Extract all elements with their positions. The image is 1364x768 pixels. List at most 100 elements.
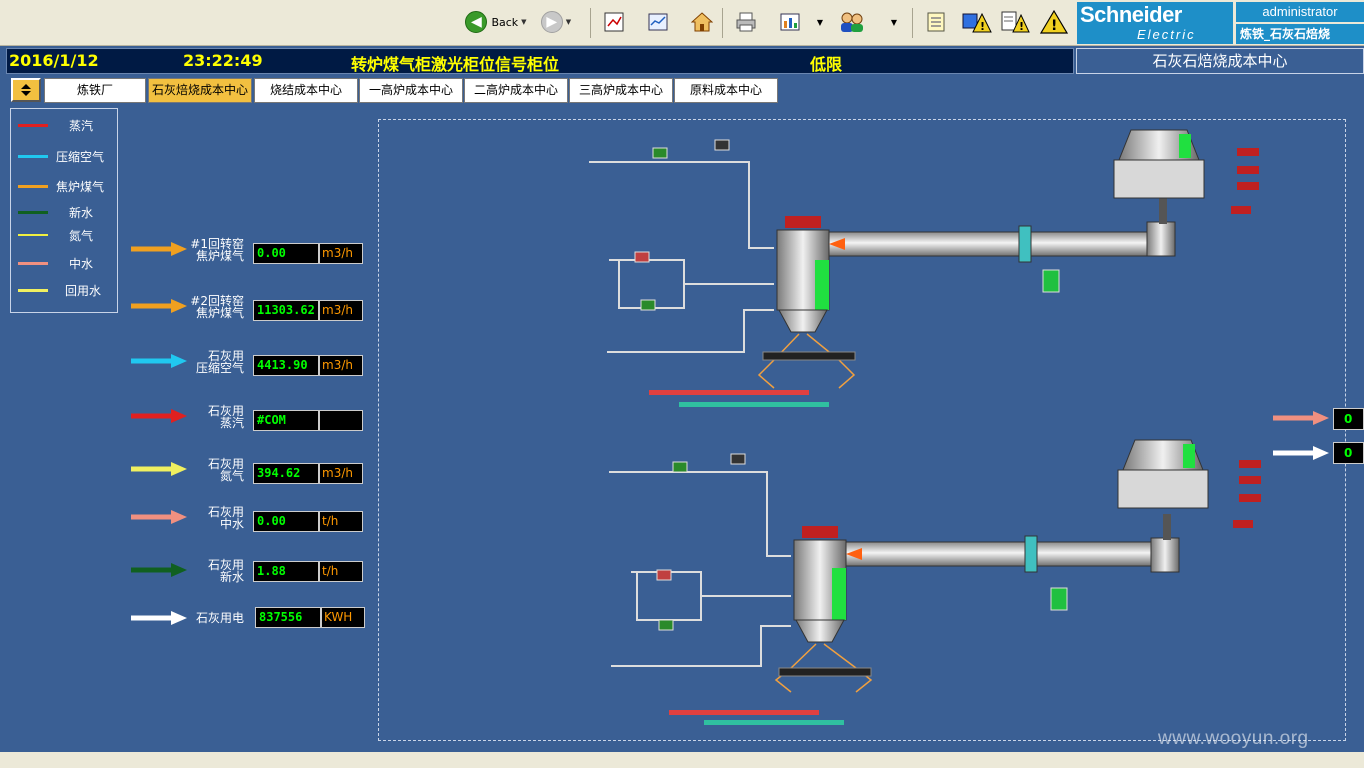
legend-item: 焦炉煤气 [11, 177, 119, 195]
legend-label: 压缩空气 [56, 150, 105, 164]
measurement-unit: m3/h [319, 243, 363, 264]
tab-blast-furnace-2[interactable]: 二高炉成本中心 [464, 78, 568, 103]
flow-arrow-icon [131, 611, 187, 625]
report-dropdown-icon[interactable]: ▼ [816, 17, 824, 27]
flow-arrow-icon [1273, 411, 1329, 425]
logo-line1: Schneider [1080, 2, 1182, 27]
measurement-unit [319, 410, 363, 431]
flow-arrow-icon [131, 563, 187, 577]
measurement-label: 石灰用 中水 [184, 506, 244, 530]
measurement-label-line2: 焦炉煤气 [195, 306, 244, 320]
flow-arrow-icon [131, 242, 187, 256]
right-value: 0 [1333, 442, 1364, 464]
alarm-message: 转炉煤气柜激光柜位信号柜位 [351, 55, 560, 74]
toolbar-separator [912, 8, 913, 38]
back-dropdown-icon[interactable]: ▼ [521, 18, 527, 26]
legend-swatch [18, 155, 48, 158]
tab-lime-roasting[interactable]: 石灰焙烧成本中心 [148, 78, 252, 103]
back-button[interactable]: ◀ Back ▼ [462, 8, 530, 36]
flow-arrow-icon [131, 462, 187, 476]
measurement-label-line1: 石灰用 [207, 558, 244, 572]
back-arrow-icon: ◀ [465, 11, 488, 33]
logo-line2: Electric [1137, 27, 1196, 42]
measurement-unit: m3/h [319, 355, 363, 376]
measurement-label-line2: 压缩空气 [195, 361, 244, 375]
legend-swatch [18, 262, 48, 265]
legend-swatch [18, 234, 48, 236]
process-diagram [378, 119, 1346, 741]
tab-ironworks[interactable]: 炼铁厂 [44, 78, 146, 103]
measurement-value: #COM [253, 410, 319, 431]
measurement-label-line1: 石灰用 [207, 349, 244, 363]
measurement-unit: t/h [319, 561, 363, 582]
flow-arrow-icon [131, 299, 187, 313]
schneider-logo: Schneider Electric [1077, 2, 1233, 44]
legend-label: 蒸汽 [69, 119, 94, 133]
edit-icon[interactable] [602, 10, 626, 34]
measurement-label: 石灰用 蒸汽 [184, 405, 244, 429]
legend-label: 新水 [69, 206, 94, 220]
toolbar-separator [722, 8, 723, 38]
browser-toolbar: ◀ Back ▼ ▶ ▼ ▼ ▼ ! ! ! Schneider Electri… [0, 0, 1364, 46]
chart-icon[interactable] [646, 10, 670, 34]
notepad-icon[interactable] [924, 10, 948, 34]
plant-name: 炼铁_石灰石焙烧 [1236, 24, 1364, 44]
kiln-line-1 [589, 129, 1259, 407]
measurement-label: #2回转窑 焦炉煤气 [184, 295, 244, 319]
tab-raw-materials[interactable]: 原料成本中心 [674, 78, 778, 103]
warning-icon[interactable]: ! [1040, 9, 1068, 34]
up-down-arrows-icon [21, 84, 31, 96]
legend-label: 回用水 [65, 284, 102, 298]
measurement-value: 1.88 [253, 561, 319, 582]
legend-swatch [18, 185, 48, 188]
measurement-unit: t/h [319, 511, 363, 532]
home-icon[interactable] [690, 10, 714, 34]
measurement-label-line1: #2回转窑 [190, 294, 244, 308]
media-legend: 蒸汽 压缩空气 焦炉煤气 新水 氮气 中水 回用水 [10, 108, 118, 313]
measurement-value: 4413.90 [253, 355, 319, 376]
legend-item: 回用水 [11, 281, 119, 299]
tab-sintering[interactable]: 烧结成本中心 [254, 78, 358, 103]
measurement-label: #1回转窑 焦炉煤气 [184, 238, 244, 262]
measurement-label: 石灰用电 [184, 612, 244, 624]
measurement-label-line1: 石灰用 [207, 505, 244, 519]
legend-swatch [18, 124, 48, 127]
measurement-label-line1: 石灰用 [207, 457, 244, 471]
collapse-button[interactable] [11, 78, 41, 102]
forward-button[interactable]: ▶ ▼ [538, 8, 574, 36]
tab-blast-furnace-1[interactable]: 一高炉成本中心 [359, 78, 463, 103]
measurement-label-line2: 中水 [219, 517, 244, 531]
window-bottom-bar [0, 752, 1364, 768]
measurement-label-line2: 氮气 [219, 469, 244, 483]
measurement-label: 石灰用 压缩空气 [184, 350, 244, 374]
users-icon[interactable] [836, 10, 868, 34]
measurement-unit: m3/h [319, 300, 363, 321]
forward-arrow-icon: ▶ [540, 11, 563, 33]
flow-arrow-icon [131, 409, 187, 423]
alarm-icon[interactable]: ! [962, 10, 992, 34]
svg-text:!: ! [1051, 18, 1057, 34]
print-icon[interactable] [734, 10, 758, 34]
legend-item: 压缩空气 [11, 147, 119, 165]
legend-swatch [18, 211, 48, 214]
right-value: 0 [1333, 408, 1364, 430]
measurement-label-line2: 蒸汽 [219, 416, 244, 430]
back-label: Back [491, 15, 519, 29]
tab-blast-furnace-3[interactable]: 三高炉成本中心 [569, 78, 673, 103]
flow-arrow-icon [1273, 446, 1329, 460]
legend-label: 中水 [69, 257, 94, 271]
document-alarm-icon[interactable]: ! [1000, 10, 1030, 34]
forward-dropdown-icon[interactable]: ▼ [565, 18, 572, 26]
measurement-label-line2: 焦炉煤气 [195, 249, 244, 263]
toolbar-separator [590, 8, 591, 38]
measurement-value: 11303.62 [253, 300, 319, 321]
users-dropdown-icon[interactable]: ▼ [890, 17, 898, 27]
legend-item: 新水 [11, 203, 119, 221]
legend-item: 中水 [11, 254, 119, 272]
report-icon[interactable] [778, 10, 802, 34]
legend-label: 焦炉煤气 [56, 180, 105, 194]
measurement-label-line1: 石灰用电 [195, 611, 244, 625]
measurement-label: 石灰用 新水 [184, 559, 244, 583]
svg-text:!: ! [1019, 20, 1024, 33]
flow-arrow-icon [131, 354, 187, 368]
